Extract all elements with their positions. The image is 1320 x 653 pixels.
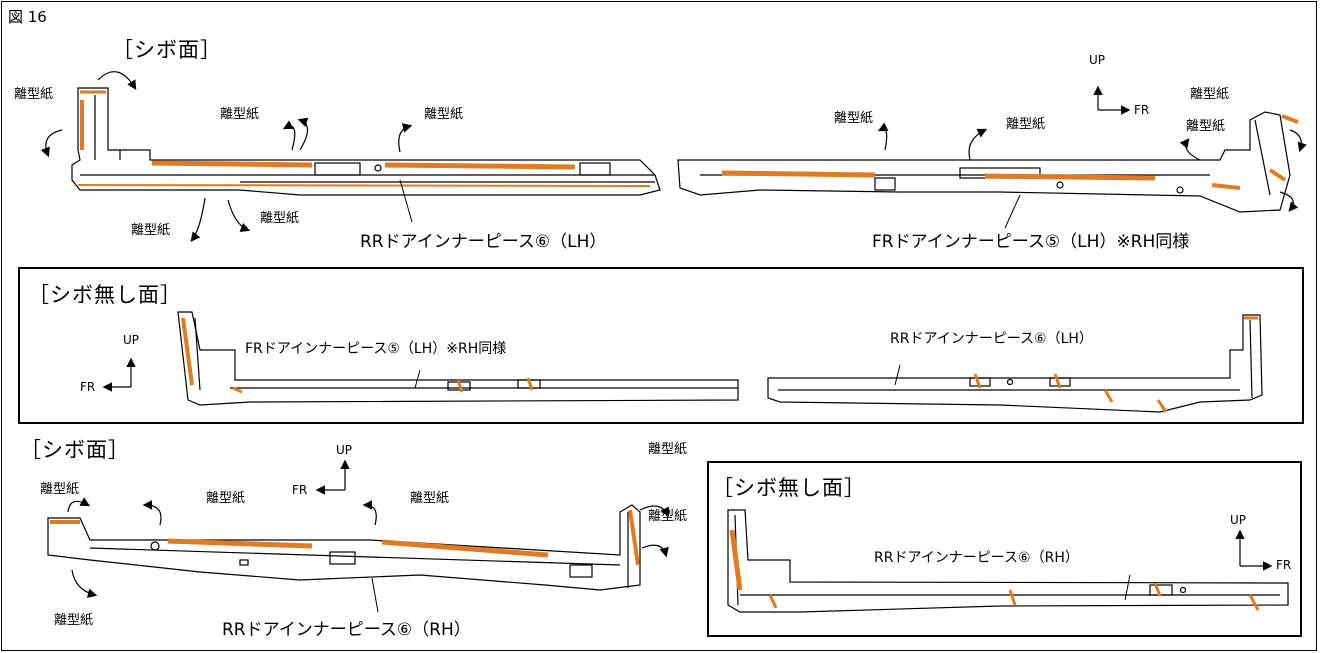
- release-paper-label: 離型紙: [14, 87, 54, 102]
- section-heading-grain-bottom: ［シボ面］: [20, 438, 130, 462]
- tape: [1281, 114, 1299, 124]
- release-paper-label: 離型紙: [260, 211, 300, 226]
- axis-fr-label: FR: [292, 483, 308, 497]
- release-paper-label: 離型紙: [54, 613, 94, 628]
- release-paper-label: 離型紙: [40, 482, 80, 497]
- release-paper-label: 離型紙: [131, 223, 171, 238]
- tape: [729, 529, 743, 591]
- release-paper-label: 離型紙: [834, 111, 874, 126]
- part-name-rr-rh-no-grain: RRドアインナーピース⑥（RH）: [874, 550, 1079, 566]
- figure-label: 図 16: [8, 8, 47, 26]
- tape: [77, 184, 651, 187]
- tape: [151, 160, 313, 168]
- release-paper-label: 離型紙: [220, 107, 260, 122]
- release-paper-label: 離型紙: [1186, 119, 1226, 134]
- tape: [1211, 183, 1241, 190]
- release-paper-label: 離型紙: [410, 491, 450, 506]
- part-name-fr-lh: FRドアインナーピース⑤（LH）※RH同様: [872, 232, 1190, 252]
- tape: [384, 162, 576, 170]
- no-grain-section-box: [18, 267, 1304, 424]
- tape: [1268, 168, 1287, 182]
- tape: [1156, 399, 1168, 413]
- section-heading-no-grain-bottom: ［シボ無し面］: [712, 476, 866, 500]
- axis-up-label: UP: [1089, 53, 1106, 67]
- axis-up-label: UP: [336, 443, 353, 457]
- tape: [232, 386, 243, 394]
- tape: [984, 173, 1156, 181]
- tape: [167, 538, 313, 549]
- tape: [768, 594, 778, 609]
- release-paper-label: 離型紙: [424, 107, 464, 122]
- section-heading-grain-top: ［シボ面］: [112, 38, 222, 62]
- axis-fr-label: FR: [1276, 558, 1292, 572]
- part-name-rr-rh: RRドアインナーピース⑥（RH）: [222, 620, 471, 640]
- part-name-rr-lh-no-grain: RRドアインナーピース⑥（LH）: [890, 331, 1093, 347]
- fr-lh-no-grain-part: [177, 311, 739, 406]
- tape: [1053, 373, 1062, 389]
- part-name-rr-lh: RRドアインナーピース⑥（LH）: [360, 232, 607, 252]
- tape: [1103, 389, 1114, 403]
- tape: [181, 317, 194, 386]
- rr-lh-grain-part: [71, 87, 661, 196]
- release-paper-label: 離型紙: [1190, 87, 1230, 102]
- release-paper-label: 離型紙: [206, 491, 246, 506]
- tape: [628, 509, 640, 566]
- axis-up-label: UP: [123, 333, 140, 347]
- release-paper-label: 離型紙: [648, 509, 688, 524]
- tape: [1008, 589, 1017, 606]
- tape: [1153, 582, 1162, 597]
- tape: [1248, 594, 1260, 611]
- release-paper-label: 離型紙: [648, 442, 688, 457]
- section-heading-no-grain: ［シボ無し面］: [28, 283, 182, 307]
- axis-up-label: UP: [1230, 513, 1247, 527]
- axis-fr-label: FR: [1134, 103, 1150, 117]
- tape: [381, 539, 549, 558]
- tape: [721, 170, 876, 178]
- rr-lh-no-grain-part: [767, 314, 1263, 413]
- tape: [973, 373, 982, 389]
- release-paper-label: 離型紙: [1006, 117, 1046, 132]
- axis-fr-label: FR: [80, 380, 96, 394]
- part-name-fr-lh-no-grain: FRドアインナーピース⑤（LH）※RH同様: [245, 341, 507, 357]
- rr-rh-grain-part: [47, 504, 641, 591]
- bottom-no-grain-section-box: [707, 461, 1302, 637]
- tape: [456, 379, 464, 393]
- tape: [526, 377, 534, 391]
